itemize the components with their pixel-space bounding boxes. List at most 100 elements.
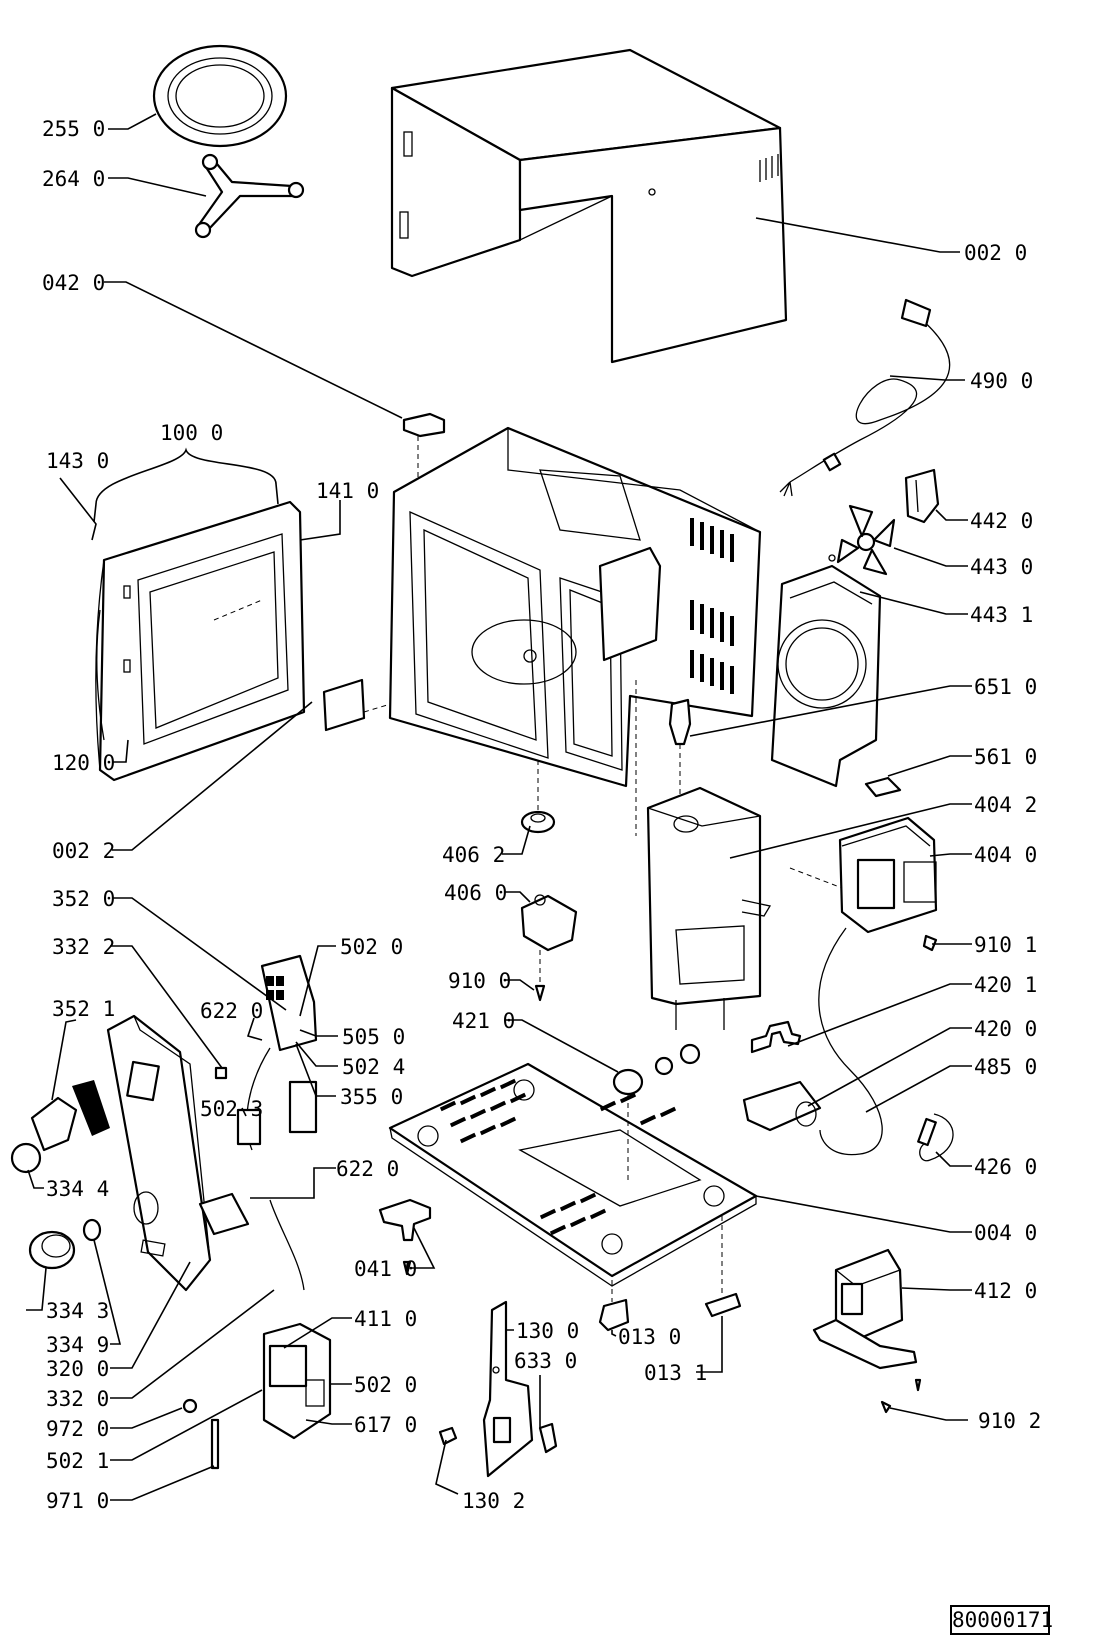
label-143-0: 143 0 (46, 449, 109, 473)
label-502-4: 502 4 (342, 1055, 405, 1079)
magnetron (789, 816, 938, 934)
base-plate-vents (439, 1078, 677, 1236)
label-442-0: 442 0 (970, 509, 1033, 533)
display-control-board (246, 954, 318, 1151)
label-420-0: 420 0 (974, 1017, 1037, 1041)
part-labels: 255 0 264 0 002 0 042 0 490 0 100 0 143 … (42, 117, 1041, 1513)
label-443-0: 443 0 (970, 555, 1033, 579)
label-502-3: 502 3 (200, 1097, 263, 1121)
label-404-2: 404 2 (974, 793, 1037, 817)
label-910-0: 910 0 (448, 969, 511, 993)
glass-turntable-plate (152, 44, 288, 148)
label-420-1: 420 1 (974, 973, 1037, 997)
label-617-0: 617 0 (354, 1413, 417, 1437)
cavity-side-vent (690, 518, 734, 694)
roller-support-star (194, 153, 305, 239)
label-426-0: 426 0 (974, 1155, 1037, 1179)
label-412-0: 412 0 (974, 1279, 1037, 1303)
power-cord (779, 298, 951, 497)
drawing-reference-code: 80000171 (950, 1605, 1053, 1635)
label-406-0: 406 0 (444, 881, 507, 905)
label-334-9: 334 9 (46, 1333, 109, 1357)
screw-910-2 (880, 1400, 892, 1414)
control-panel-frame (106, 1014, 212, 1292)
fan-blade (828, 504, 896, 576)
fuse-971-972 (182, 1398, 220, 1470)
rotary-knob (28, 1218, 102, 1270)
knob-cap (10, 1080, 110, 1174)
label-004-0: 004 0 (974, 1221, 1037, 1245)
label-255-0: 255 0 (42, 117, 105, 141)
oven-cavity-chassis (388, 426, 762, 788)
hv-capacitor (742, 1080, 822, 1132)
hv-transformer (812, 1248, 922, 1392)
thermal-cutout (904, 468, 940, 524)
label-622-0-bottom: 622 0 (336, 1157, 399, 1181)
power-control-board (262, 1322, 332, 1440)
label-421-0: 421 0 (452, 1009, 515, 1033)
label-411-0: 411 0 (354, 1307, 417, 1331)
label-355-0: 355 0 (340, 1085, 403, 1109)
bracket-042 (402, 412, 446, 494)
label-141-0: 141 0 (316, 479, 379, 503)
label-622-0-top: 622 0 (200, 999, 263, 1023)
base-plate (388, 1062, 758, 1287)
clip-561 (864, 776, 902, 798)
label-561-0: 561 0 (974, 745, 1037, 769)
label-013-1: 013 1 (644, 1361, 707, 1385)
label-332-2: 332 2 (52, 935, 115, 959)
fan-shroud (770, 564, 882, 788)
bracket-041 (378, 1198, 432, 1276)
label-352-1: 352 1 (52, 997, 115, 1021)
hv-diode (917, 1113, 954, 1162)
micro-switch (538, 1422, 558, 1454)
label-264-0: 264 0 (42, 167, 105, 191)
foot-013 (598, 1280, 630, 1332)
fastener-332 (214, 1066, 228, 1080)
label-443-1: 443 1 (970, 603, 1033, 627)
turntable-coupler (520, 760, 556, 834)
hv-wiring-harness (818, 927, 883, 1156)
label-404-0: 404 0 (974, 843, 1037, 867)
leader-lines (26, 113, 972, 1501)
waveguide-duct (635, 680, 772, 1030)
label-042-0: 042 0 (42, 271, 105, 295)
label-910-1: 910 1 (974, 933, 1037, 957)
screw-910-1 (922, 934, 938, 952)
label-971-0: 971 0 (46, 1489, 109, 1513)
turntable-motor (520, 894, 578, 1002)
label-100-0: 100 0 (160, 421, 223, 445)
label-320-0: 320 0 (46, 1357, 109, 1381)
door-assembly (95, 500, 306, 782)
label-352-0: 352 0 (52, 887, 115, 911)
label-334-3: 334 3 (46, 1299, 109, 1323)
label-651-0: 651 0 (974, 675, 1037, 699)
label-502-1: 502 1 (46, 1449, 109, 1473)
switch-actuator (438, 1426, 458, 1446)
label-130-2: 130 2 (462, 1489, 525, 1513)
button-block (198, 1192, 305, 1291)
label-334-4: 334 4 (46, 1177, 109, 1201)
label-633-0: 633 0 (514, 1349, 577, 1373)
label-485-0: 485 0 (974, 1055, 1037, 1079)
relay-502-3 (236, 1108, 262, 1146)
label-332-0: 332 0 (46, 1387, 109, 1411)
latch-013 (704, 1216, 742, 1318)
label-502-0-bottom: 502 0 (354, 1373, 417, 1397)
switch-bracket (482, 1300, 534, 1478)
label-130-0: 130 0 (516, 1319, 579, 1343)
capacitor-bracket (750, 1020, 802, 1054)
label-910-2: 910 2 (978, 1409, 1041, 1433)
label-041-0: 041 0 (354, 1257, 417, 1281)
oven-lamp (668, 698, 692, 800)
label-002-2: 002 2 (52, 839, 115, 863)
label-002-0: 002 0 (964, 241, 1027, 265)
label-502-0-top: 502 0 (340, 935, 403, 959)
label-406-2: 406 2 (442, 843, 505, 867)
outer-cabinet (390, 48, 788, 364)
label-505-0: 505 0 (342, 1025, 405, 1049)
label-013-0: 013 0 (618, 1325, 681, 1349)
label-490-0: 490 0 (970, 369, 1033, 393)
fuse-holder (612, 1043, 701, 1180)
